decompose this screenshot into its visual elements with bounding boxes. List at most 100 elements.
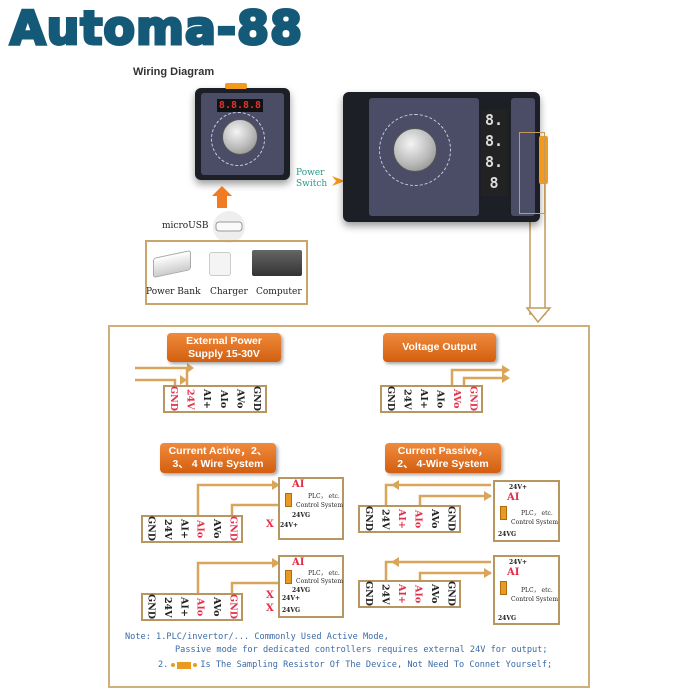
terminal-24v: 24V xyxy=(161,596,173,618)
terminal-aio: AIo xyxy=(412,509,424,529)
main-device-display: 8.8.8.8 xyxy=(481,110,507,196)
terminal-aio: AIo xyxy=(412,584,424,604)
terminal-avo: AVo xyxy=(450,389,462,409)
terminal-gnd: GND xyxy=(445,506,457,532)
switch-pointer-icon xyxy=(332,176,345,186)
voltage-output-line1: Voltage Output xyxy=(402,341,477,353)
sampling-resistor-icon xyxy=(500,506,507,520)
charger-icon xyxy=(209,252,231,276)
plc-24vg: 24VG xyxy=(292,512,311,519)
terminal-gnd: GND xyxy=(167,386,179,412)
plc-label-2: Control System xyxy=(511,596,559,603)
plc-label-2: Control System xyxy=(511,519,559,526)
plc-box-active-2: AI PLC， etc. Control System 24VG 24V+ 24… xyxy=(278,555,344,618)
plc-ai-label: AI xyxy=(507,492,520,503)
note-line-1: Note: 1.PLC/invertor/... Commonly Used A… xyxy=(125,632,389,642)
terminal-aio: AIo xyxy=(217,389,229,409)
plc-24vg: 24VG xyxy=(498,531,517,538)
source-computer: Computer xyxy=(256,287,302,297)
terminal-aio: AIo xyxy=(194,519,206,539)
label-current-active: Current Active，2、 3、 4 Wire System xyxy=(160,443,276,473)
terminal-block-current-active-1: GND 24V AI+ AIo AVo GND xyxy=(141,515,243,543)
current-passive-line2: 2、 4-Wire System xyxy=(397,458,489,470)
note-line-3: Is The Sampling Resistor Of The Device, … xyxy=(200,660,553,670)
not-connected-x: X xyxy=(266,519,274,530)
plc-label: PLC， etc. xyxy=(308,493,340,500)
label-voltage-output: Voltage Output xyxy=(383,333,496,362)
plc-24vg-2: 24VG xyxy=(282,607,301,614)
terminal-gnd: GND xyxy=(445,581,457,607)
plc-label-2: Control System xyxy=(296,502,344,509)
plc-24v-plus: 24V+ xyxy=(509,559,528,566)
sampling-resistor-icon xyxy=(500,581,507,595)
terminal-24v: 24V xyxy=(184,388,196,410)
terminal-avo: AVo xyxy=(210,519,222,539)
power-switch-label-2: Switch xyxy=(296,179,328,189)
small-device-image: 8.8.8.8 xyxy=(195,83,290,180)
terminal-aio: AIo xyxy=(434,389,446,409)
external-power-line2: Supply 15-30V xyxy=(188,347,260,360)
terminal-24v: 24V xyxy=(379,508,391,530)
source-charger: Charger xyxy=(210,287,248,297)
down-arrow-icon xyxy=(525,307,552,324)
computer-icon xyxy=(252,250,302,276)
plc-box-passive-1: 24V+ AI PLC， etc. Control System 24VG xyxy=(493,480,560,542)
usb-arrow-icon xyxy=(212,186,232,208)
terminal-ai-plus: AI+ xyxy=(201,389,213,409)
terminal-gnd: GND xyxy=(251,386,263,412)
terminal-ai-plus: AI+ xyxy=(417,389,429,409)
sampling-resistor-icon xyxy=(285,570,292,584)
plc-24v-plus: 24V+ xyxy=(509,484,528,491)
current-passive-line1: Current Passive， xyxy=(397,445,489,457)
not-connected-x: X xyxy=(266,590,274,601)
terminal-block-external-power: GND 24V AI+ AIo AVo GND xyxy=(163,385,267,413)
note-line-2: Passive mode for dedicated controllers r… xyxy=(175,645,548,655)
power-source-box xyxy=(145,240,308,305)
diagram-title: Wiring Diagram xyxy=(133,66,215,78)
plc-box-passive-2: 24V+ AI PLC， etc. Control System 24VG xyxy=(493,555,560,625)
terminal-gnd: GND xyxy=(227,516,239,542)
source-power-bank: Power Bank xyxy=(146,287,201,297)
terminal-gnd: GND xyxy=(145,516,157,542)
terminal-avo: AVo xyxy=(428,584,440,604)
note-line-3-prefix: 2. xyxy=(158,660,169,670)
power-switch-label: Power xyxy=(296,168,325,178)
terminal-ai-plus: AI+ xyxy=(178,597,190,617)
plc-ai-label: AI xyxy=(292,557,305,568)
current-active-line2: 3、 4 Wire System xyxy=(172,458,264,470)
terminal-gnd: GND xyxy=(227,594,239,620)
terminal-ai-plus: AI+ xyxy=(178,519,190,539)
not-connected-x-2: X xyxy=(266,603,274,614)
plc-label: PLC， etc. xyxy=(308,570,340,577)
plc-ai-label: AI xyxy=(292,479,305,490)
plc-box-active-1: AI PLC， etc. Control System 24VG xyxy=(278,477,344,540)
label-current-passive: Current Passive， 2、 4-Wire System xyxy=(385,443,501,473)
plc-24v-plus: 24V+ xyxy=(280,522,299,529)
current-active-line1: Current Active，2、 xyxy=(168,445,268,457)
terminal-24v: 24V xyxy=(161,518,173,540)
plc-label: PLC， etc. xyxy=(521,510,553,517)
main-device-image: 8.8.8.8 xyxy=(343,92,548,222)
small-device-display: 8.8.8.8 xyxy=(217,99,263,112)
terminal-ai-plus: AI+ xyxy=(395,584,407,604)
terminal-avo: AVo xyxy=(210,597,222,617)
terminal-gnd: GND xyxy=(467,386,479,412)
plc-24v-plus: 24V+ xyxy=(282,595,301,602)
microusb-label: microUSB xyxy=(162,221,209,231)
terminal-24v: 24V xyxy=(379,583,391,605)
plc-label: PLC， etc. xyxy=(521,587,553,594)
terminal-block-current-active-2: GND 24V AI+ AIo AVo GND xyxy=(141,593,243,621)
terminal-avo: AVo xyxy=(234,389,246,409)
terminal-gnd: GND xyxy=(362,506,374,532)
plc-label-2: Control System xyxy=(296,578,344,585)
terminal-aio: AIo xyxy=(194,597,206,617)
resistor-legend-icon xyxy=(171,661,198,669)
plc-24vg: 24VG xyxy=(292,587,311,594)
terminal-gnd: GND xyxy=(145,594,157,620)
wiring-panel xyxy=(108,325,590,688)
label-external-power: External Power Supply 15-30V xyxy=(167,333,281,362)
sampling-resistor-icon xyxy=(285,493,292,507)
